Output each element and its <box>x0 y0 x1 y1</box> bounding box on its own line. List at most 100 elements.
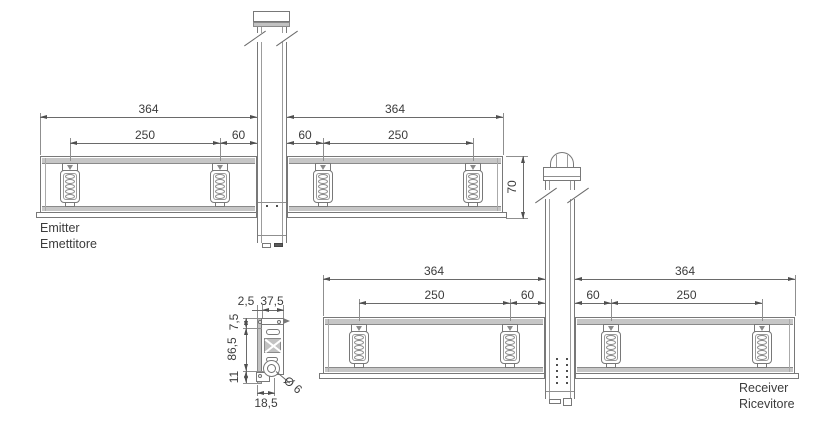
pole-inner-line <box>282 27 283 243</box>
profile-bottom-rail <box>289 206 501 211</box>
module-tab <box>354 364 364 368</box>
bolt-hole <box>258 320 262 324</box>
extension-line <box>274 378 275 396</box>
extension-line <box>506 218 528 219</box>
profile-end-line <box>45 158 46 211</box>
module-body <box>210 170 230 203</box>
dim-label: 364 <box>423 264 445 278</box>
extension-line <box>359 299 360 321</box>
mounting-hole <box>267 364 276 373</box>
sensor-module <box>462 163 484 209</box>
beacon-dome <box>550 152 574 168</box>
dim-label: 60 <box>520 288 535 302</box>
module-lens <box>503 334 517 361</box>
module-body <box>60 170 80 203</box>
bolt-hole <box>258 374 262 378</box>
module-lens <box>316 173 330 200</box>
module-tab <box>757 364 767 368</box>
dim-emitter-pitch-left: 250 <box>70 129 220 145</box>
support-pole <box>257 27 287 243</box>
extension-line <box>795 275 796 316</box>
dim-label: 250 <box>676 288 697 302</box>
alignment-arrow-icon <box>608 326 614 331</box>
module-lens <box>604 334 618 361</box>
profile-foot <box>575 373 799 379</box>
dim-label: 60 <box>298 128 312 142</box>
profile-end-line <box>789 319 790 372</box>
dim-label: 37,5 <box>260 294 284 308</box>
extension-line <box>506 156 528 157</box>
emitter-caption: Emitter Emettitore <box>40 220 97 252</box>
profile-top-rail <box>577 319 793 325</box>
profile-bottom-rail <box>577 367 793 372</box>
bracket-slot <box>266 329 280 335</box>
dim-label: Ø 6 <box>281 373 305 397</box>
dim-label: 250 <box>134 128 156 142</box>
extension-line <box>70 138 71 161</box>
module-body <box>463 170 483 203</box>
dome-rib <box>556 155 557 168</box>
profile-bottom-rail <box>42 206 255 211</box>
dim-receiver-pitch-right: 250 <box>611 289 762 305</box>
dim-emitter-total-right: 364 <box>287 103 503 119</box>
extension-line <box>762 299 763 321</box>
receiver-caption: Receiver Ricevitore <box>739 380 795 412</box>
profile-foot <box>287 212 507 218</box>
module-tab <box>215 203 225 207</box>
dim-label: 7,5 <box>227 313 241 331</box>
profile-bottom-rail <box>325 367 543 372</box>
connector-plug <box>274 243 283 247</box>
extension-line <box>257 305 258 318</box>
dim-receiver-offset-left: 60 <box>510 289 545 305</box>
dim-label: 60 <box>231 128 246 142</box>
module-body <box>313 170 333 203</box>
pole-inner-line <box>261 27 262 243</box>
dim-label: 86,5 <box>225 337 239 361</box>
extension-line <box>40 113 41 155</box>
sensor-module <box>348 324 370 370</box>
pole-cap-band <box>253 22 290 27</box>
dim-receiver-pitch-left: 250 <box>359 289 510 305</box>
module-body <box>601 331 621 364</box>
dim-emitter-offset-right: 60 <box>287 129 323 145</box>
pole-break-gap <box>540 190 582 199</box>
dim-label: 250 <box>424 288 445 302</box>
module-tab <box>606 364 616 368</box>
pole-base-line <box>546 391 574 392</box>
alignment-arrow-icon <box>320 165 326 170</box>
pole-inner-line <box>570 181 571 399</box>
pole-screw <box>276 205 278 207</box>
receiver-profile-left <box>319 317 545 379</box>
extension-line <box>611 299 612 321</box>
alignment-arrow-icon <box>217 165 223 170</box>
sensor-module <box>59 163 81 209</box>
sensor-module <box>499 324 521 370</box>
alignment-arrow-icon <box>356 326 362 331</box>
module-lens <box>213 173 227 200</box>
dome-rib <box>567 155 568 168</box>
module-lens <box>755 334 769 361</box>
profile-end-line <box>328 319 329 372</box>
pole-screw <box>266 205 268 207</box>
dim-receiver-offset-right: 60 <box>575 289 611 305</box>
profile-end-line <box>497 158 498 211</box>
dim-label: 2,5 <box>237 294 255 308</box>
dim-label: 70 <box>505 180 519 194</box>
dim-label: 250 <box>387 128 409 142</box>
module-body <box>500 331 520 364</box>
connector-plug <box>563 398 572 406</box>
emitter-profile-left <box>36 156 257 218</box>
dim-label: 60 <box>586 288 600 302</box>
dim-receiver-total-left: 364 <box>323 265 545 281</box>
sensor-module <box>751 324 773 370</box>
pole-break-gap <box>250 33 294 42</box>
extension-line <box>323 138 324 161</box>
support-pole <box>545 181 575 399</box>
extension-line <box>243 371 264 372</box>
caption-en: Emitter <box>40 221 80 235</box>
profile-top-rail <box>289 158 501 164</box>
module-tab <box>65 203 75 207</box>
sensor-module <box>209 163 231 209</box>
pole-joint-line <box>258 202 286 203</box>
